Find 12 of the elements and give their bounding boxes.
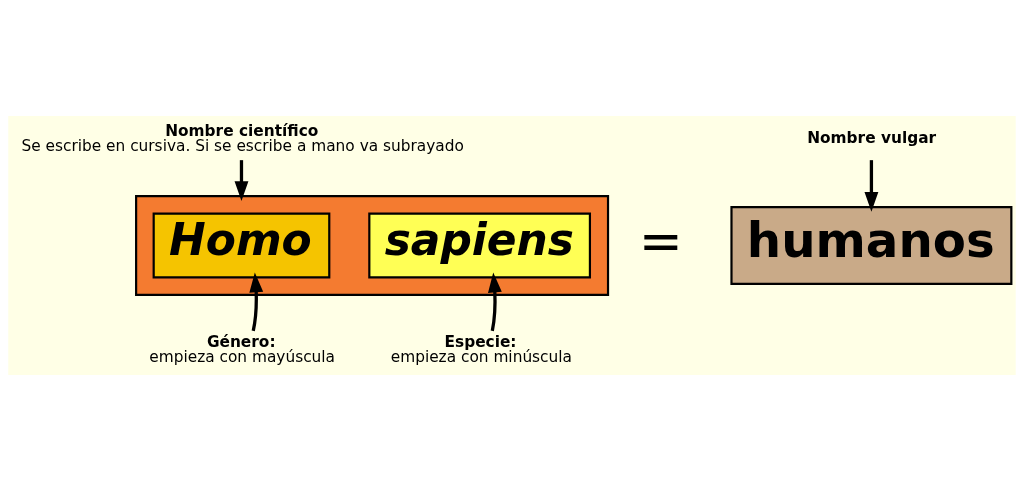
node-box: sapiens (368, 212, 591, 278)
arrow (249, 272, 264, 331)
node-text: Especie: empieza con minúscula (390, 332, 572, 366)
node-box: humanos (730, 205, 1013, 285)
label: = (638, 209, 683, 271)
node-text: Género: empieza con mayúscula (149, 332, 336, 366)
node-text: Nombre vulgar (807, 128, 937, 147)
arrow (864, 159, 879, 212)
arrow (488, 272, 502, 331)
node-text: Nombre científico Se escribe en cursiva. Si se escribe a mano va subrayado (21, 121, 464, 155)
arrow (234, 159, 249, 201)
node-box: Homo (152, 212, 331, 278)
